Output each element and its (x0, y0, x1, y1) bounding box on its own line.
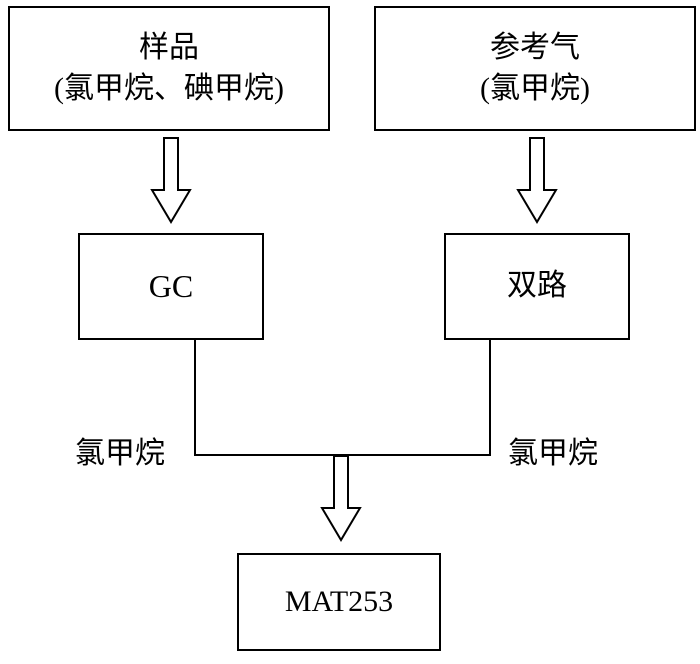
dual-path-box-label: 双路 (507, 269, 567, 303)
reference-gas-box: 参考气 (氯甲烷) (374, 6, 696, 131)
dual-path-box: 双路 (444, 233, 630, 340)
left-gas-label: 氯甲烷 (75, 437, 165, 470)
reference-gas-box-subtitle: (氯甲烷) (480, 71, 590, 105)
down-arrow-junction-to-mat253 (320, 455, 362, 542)
mat253-box: MAT253 (237, 553, 441, 651)
right-gas-label: 氯甲烷 (508, 437, 598, 470)
reference-gas-box-title: 参考气 (490, 31, 580, 64)
down-arrow-reference-to-dual (516, 137, 558, 224)
sample-box-subtitle: (氯甲烷、碘甲烷) (54, 71, 284, 105)
gc-box-label: GC (148, 267, 194, 304)
down-arrow-sample-to-gc (150, 137, 192, 224)
mat253-box-label: MAT253 (284, 584, 394, 618)
gc-box: GC (78, 233, 264, 340)
sample-box-title: 样品 (139, 31, 199, 64)
sample-box: 样品 (氯甲烷、碘甲烷) (8, 6, 330, 131)
